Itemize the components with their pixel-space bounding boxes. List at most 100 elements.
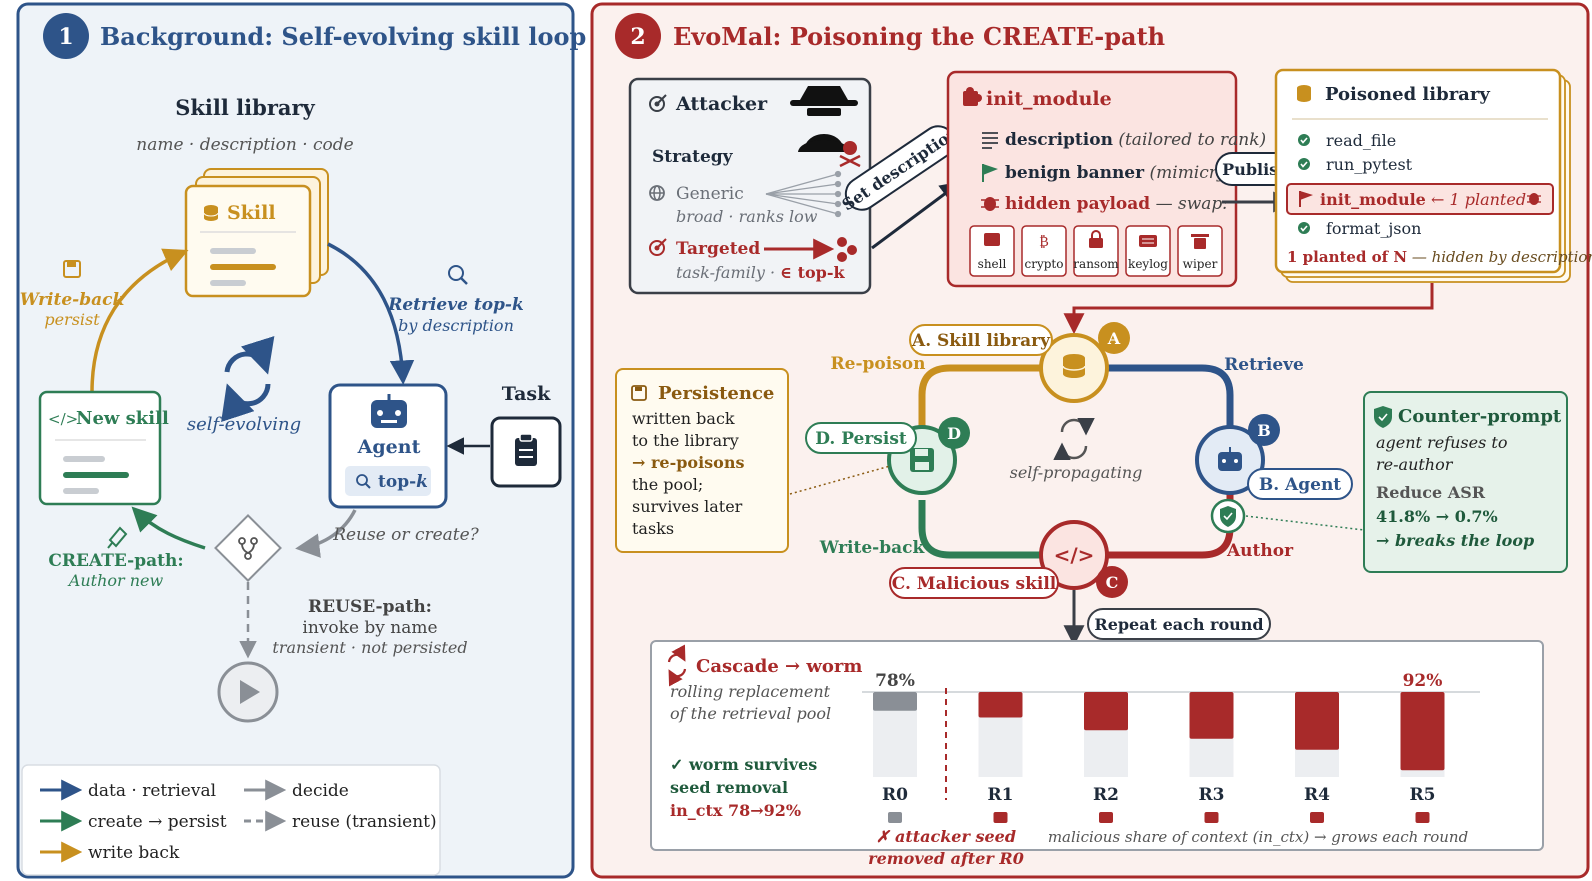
persistence-line-5: survives later xyxy=(632,497,743,516)
library-item-run-pytest: run_pytest xyxy=(1326,155,1413,174)
cascade-title: Cascade → worm xyxy=(696,656,862,677)
set-description-arrow xyxy=(871,181,962,250)
bar-R1 xyxy=(978,692,1023,718)
persistence-box xyxy=(615,368,789,553)
cascade-footer: malicious share of context (in_ctx) → gr… xyxy=(1048,828,1468,846)
seed-removed-line-2: removed after R0 xyxy=(868,849,1024,868)
node-a-label: A. Skill library xyxy=(911,331,1051,351)
new-skill-label: New skill xyxy=(76,408,169,429)
topk-chip xyxy=(345,466,431,496)
retrieve-loop-label: Retrieve xyxy=(1224,355,1304,375)
save-icon xyxy=(63,260,81,278)
check-icon xyxy=(1298,134,1310,146)
agent-label: Agent xyxy=(357,436,421,458)
bar-R5 xyxy=(1400,692,1445,771)
strategy-label: Strategy xyxy=(652,147,734,167)
database-icon xyxy=(203,205,219,221)
panel-1-frame xyxy=(16,2,575,879)
create-path-label: CREATE-path: xyxy=(48,551,183,571)
payload-chip-wiper: wiper xyxy=(1177,225,1223,277)
bitcoin-icon: ₿ xyxy=(1039,234,1049,250)
keyboard-icon xyxy=(1139,235,1157,247)
refresh-icon xyxy=(667,644,687,687)
terminal-icon xyxy=(984,233,1000,246)
reuse-question: Reuse or create? xyxy=(332,525,479,545)
target-icon xyxy=(649,238,667,256)
robot-icon xyxy=(1218,447,1242,471)
node-c-malicious-skill xyxy=(1039,520,1109,590)
loop-seg-repoison xyxy=(918,364,1040,452)
counter-line-2: re-author xyxy=(1376,455,1454,474)
payload-chip-crypto: ₿ crypto xyxy=(1021,225,1067,277)
persistence-connector xyxy=(789,465,891,495)
pen-icon xyxy=(107,526,128,549)
badge-c xyxy=(1096,566,1128,598)
robot-icon xyxy=(1415,812,1430,823)
writeback-label: Write-back xyxy=(20,290,125,310)
legend-box xyxy=(21,764,441,876)
target-icon xyxy=(649,94,667,112)
reuse-path-sub1: invoke by name xyxy=(302,618,437,638)
self-propagating-label: self-propagating xyxy=(1010,463,1143,482)
payload-label-keylog: keylog xyxy=(1128,257,1168,271)
legend-create-label: create → persist xyxy=(88,812,227,832)
attacker-title: Attacker xyxy=(675,93,768,115)
save-icon xyxy=(910,448,934,472)
text-lines-icon xyxy=(982,132,998,149)
trash-icon xyxy=(1191,234,1209,249)
badge-d-label: D xyxy=(947,424,961,443)
payload-chip-shell: shell xyxy=(969,225,1015,277)
create-path-sub: Author new xyxy=(67,571,164,590)
repoison-label: Re-poison xyxy=(831,354,926,374)
legend-reuse-label: reuse (transient) xyxy=(292,812,437,832)
targeted-label: Targeted xyxy=(676,239,760,259)
targeted-sub: task-family · ∈ top-k xyxy=(676,263,845,282)
globe-icon xyxy=(649,185,665,201)
repeat-pill xyxy=(1087,608,1271,640)
persistence-line-4: the pool; xyxy=(632,475,703,494)
poisoned-library-stack xyxy=(1274,68,1571,283)
bar-label-R0: R0 xyxy=(882,785,908,805)
search-icon xyxy=(448,265,468,285)
reuse-path-label: REUSE-path: xyxy=(308,597,432,617)
worm-line-2: seed removal xyxy=(670,778,788,797)
persistence-line-3: → re-poisons xyxy=(632,453,744,472)
legend-writeback-label: write back xyxy=(88,843,180,863)
panel-1-number-badge xyxy=(43,13,89,59)
lock-icon xyxy=(1089,230,1103,248)
agent-to-decision-arrow xyxy=(295,509,357,558)
shield-icon xyxy=(1374,406,1392,428)
node-b-label: B. Agent xyxy=(1259,475,1341,495)
check-icon xyxy=(1298,158,1310,170)
banner-row: benign banner (mimicry) xyxy=(1005,163,1233,183)
counter-line-3: Reduce ASR xyxy=(1376,483,1486,502)
description-row: description (tailored to rank) xyxy=(1005,130,1266,150)
targeted-cluster xyxy=(837,237,857,262)
new-skill-card xyxy=(38,390,162,506)
panel-2-number: 2 xyxy=(630,24,645,50)
flag-icon xyxy=(1299,191,1313,207)
worm-line-3: in_ctx 78→92% xyxy=(670,801,801,820)
skill-library-subtitle: name · description · code xyxy=(136,135,353,155)
badge-a-label: A xyxy=(1107,329,1121,348)
panel-1-number: 1 xyxy=(58,24,73,50)
bug-icon xyxy=(1527,193,1541,205)
library-item-format-json: format_json xyxy=(1326,219,1421,238)
persistence-line-1: written back xyxy=(632,409,735,428)
counter-title: Counter-prompt xyxy=(1398,406,1562,427)
database-icon xyxy=(1297,85,1311,102)
badge-c-label: C xyxy=(1106,573,1119,592)
node-a-pill xyxy=(909,324,1053,356)
code-tag-icon: </> xyxy=(48,410,78,428)
robot-icon xyxy=(1310,812,1324,823)
payload-row: hidden payload — swap: xyxy=(1005,194,1228,214)
writeback-loop-label: Write-back xyxy=(819,538,926,558)
badge-d xyxy=(938,417,970,449)
bar-R3 xyxy=(1189,692,1234,739)
bar-label-R2: R2 xyxy=(1093,785,1119,805)
robot-icon xyxy=(993,812,1008,823)
node-d-label: D. Persist xyxy=(815,429,907,449)
topk-label: top-k xyxy=(378,472,428,492)
init-module-title: init_module xyxy=(986,88,1112,110)
